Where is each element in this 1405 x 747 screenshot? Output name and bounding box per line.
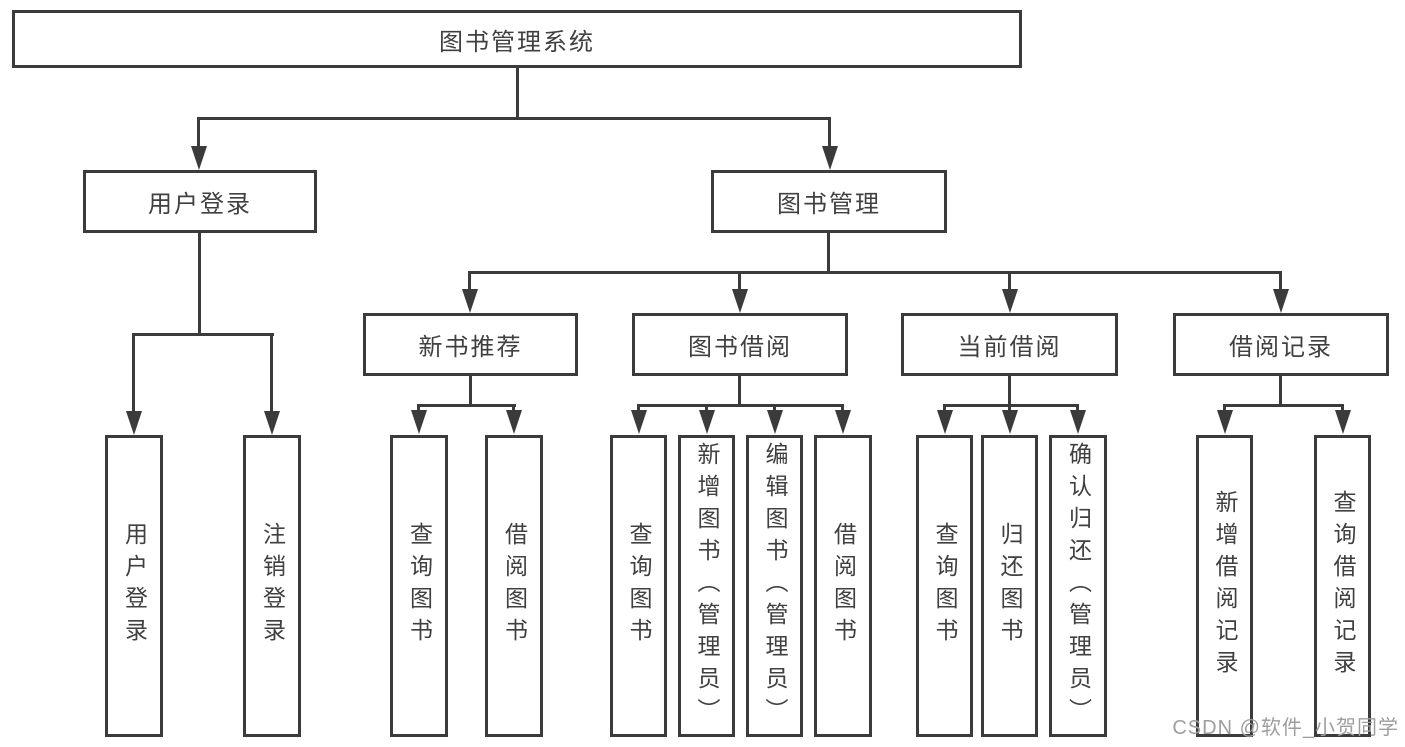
connector-rail bbox=[417, 404, 516, 407]
arrow-down-icon bbox=[191, 146, 207, 170]
leaf-query-books-recommend: 查询图书 bbox=[390, 435, 448, 737]
connector-leaf-drop bbox=[1008, 404, 1011, 412]
connector-rail bbox=[1223, 404, 1343, 407]
leaf-edit-book-admin: 编辑图书（管理员） bbox=[746, 435, 803, 737]
connector-leaf-drop bbox=[705, 404, 708, 412]
node-book-borrow: 图书借阅 bbox=[632, 313, 848, 376]
csdn-watermark: CSDN @软件_小贺同学 bbox=[1172, 717, 1399, 739]
arrow-down-icon bbox=[732, 289, 748, 313]
arrow-down-icon bbox=[767, 410, 783, 434]
arrow-down-icon bbox=[631, 410, 647, 434]
arrow-down-icon bbox=[462, 289, 478, 313]
connector-book-mgmt-drop bbox=[828, 117, 831, 148]
leaf-logout: 注销登录 bbox=[243, 435, 301, 737]
arrow-down-icon bbox=[1273, 289, 1289, 313]
arrow-down-icon bbox=[1335, 410, 1351, 434]
connector-leaf-drop bbox=[1076, 404, 1079, 412]
connector-stem bbox=[469, 376, 472, 406]
leaf-user-login: 用户登录 bbox=[105, 435, 163, 737]
connector-leaf-drop bbox=[841, 404, 844, 412]
arrow-down-icon bbox=[699, 410, 715, 434]
connector-user-login-rail bbox=[132, 333, 274, 336]
connector-rail bbox=[637, 404, 843, 407]
connector-l3-drop bbox=[1008, 271, 1011, 290]
connector-leaf-drop bbox=[943, 404, 946, 412]
leaf-query-borrow-record: 查询借阅记录 bbox=[1314, 435, 1371, 737]
node-root: 图书管理系统 bbox=[12, 10, 1022, 68]
connector-leaf-drop bbox=[637, 404, 640, 412]
leaf-add-borrow-record: 新增借阅记录 bbox=[1196, 435, 1253, 737]
arrow-down-icon bbox=[126, 411, 142, 435]
connector-leaf-drop bbox=[512, 404, 515, 412]
arrow-down-icon bbox=[1217, 410, 1233, 434]
leaf-query-books-borrow: 查询图书 bbox=[610, 435, 667, 737]
connector-stem bbox=[1008, 376, 1011, 406]
connector-l3-drop bbox=[738, 271, 741, 290]
connector-l3-drop bbox=[468, 271, 471, 290]
arrow-down-icon bbox=[1070, 410, 1086, 434]
arrow-down-icon bbox=[411, 410, 427, 434]
node-current-borrow: 当前借阅 bbox=[901, 313, 1118, 376]
connector-root-rail bbox=[197, 117, 831, 120]
leaf-add-book-admin: 新增图书（管理员） bbox=[678, 435, 735, 737]
connector-book-mgmt-stem bbox=[827, 233, 830, 273]
node-book-management: 图书管理 bbox=[711, 170, 947, 233]
arrow-down-icon bbox=[822, 146, 838, 170]
arrow-down-icon bbox=[1002, 410, 1018, 434]
arrow-down-icon bbox=[506, 410, 522, 434]
connector-leaf-drop bbox=[417, 404, 420, 412]
node-user-login: 用户登录 bbox=[83, 170, 317, 233]
connector-leaf-drop bbox=[1341, 404, 1344, 412]
connector-stem bbox=[1279, 376, 1282, 406]
arrow-down-icon bbox=[264, 411, 280, 435]
connector-leaf-drop bbox=[773, 404, 776, 412]
connector-root-stem bbox=[516, 66, 519, 119]
connector-user-login-stem bbox=[198, 233, 201, 335]
node-borrow-records: 借阅记录 bbox=[1173, 313, 1389, 376]
leaf-return-book: 归还图书 bbox=[981, 435, 1038, 737]
arrow-down-icon bbox=[937, 410, 953, 434]
connector-stem bbox=[738, 376, 741, 406]
arrow-down-icon bbox=[835, 410, 851, 434]
arrow-down-icon bbox=[1002, 289, 1018, 313]
connector-book-mgmt-rail bbox=[468, 271, 1282, 274]
leaf-query-books-current: 查询图书 bbox=[916, 435, 973, 737]
leaf-borrow-books-recommend: 借阅图书 bbox=[485, 435, 543, 737]
connector-l3-drop bbox=[1279, 271, 1282, 290]
leaf-confirm-return-admin: 确认归还（管理员） bbox=[1049, 435, 1107, 737]
connector-leaf-drop bbox=[1223, 404, 1226, 412]
connector-leaf-drop bbox=[132, 333, 135, 412]
connector-leaf-drop bbox=[270, 333, 273, 412]
node-new-book-recommend: 新书推荐 bbox=[363, 313, 578, 376]
connector-user-login-drop bbox=[197, 117, 200, 148]
leaf-borrow-books: 借阅图书 bbox=[814, 435, 872, 737]
